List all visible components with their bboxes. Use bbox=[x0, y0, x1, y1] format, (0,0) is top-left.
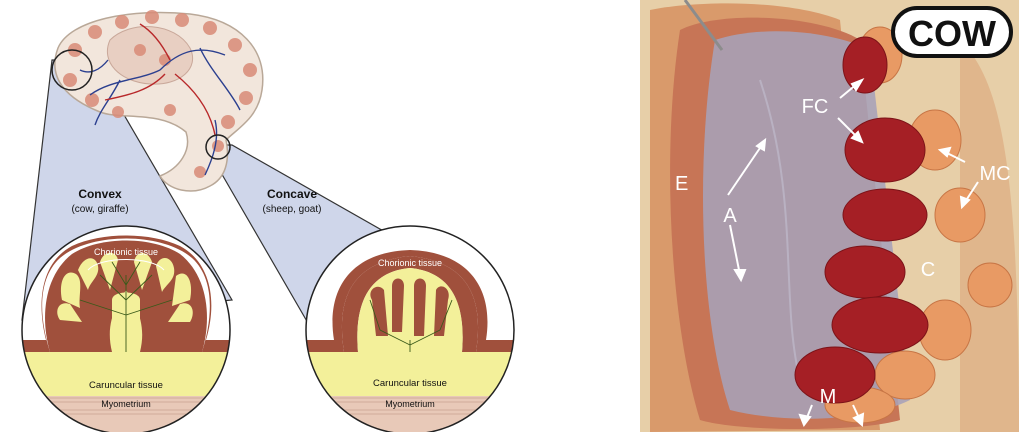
convex-subtitle: (cow, giraffe) bbox=[71, 204, 128, 215]
label-E: E bbox=[675, 173, 688, 195]
species-badge-text: COW bbox=[908, 13, 996, 54]
concave-chorionic-label: Chorionic tissue bbox=[378, 258, 442, 268]
concave-myometrium-label: Myometrium bbox=[385, 399, 435, 409]
label-A: A bbox=[723, 205, 737, 227]
label-FC: FC bbox=[802, 96, 829, 118]
convex-chorionic-label: Chorionic tissue bbox=[94, 247, 158, 257]
label-M: M bbox=[820, 386, 837, 408]
label-MC: MC bbox=[979, 163, 1010, 185]
concave-subtitle: (sheep, goat) bbox=[263, 204, 322, 215]
convex-myometrium-label: Myometrium bbox=[101, 399, 151, 409]
concave-caruncular-label: Caruncular tissue bbox=[373, 378, 447, 389]
convex-title: Convex bbox=[78, 187, 122, 201]
cow-uterus-photo: COW E A FC MC C M bbox=[640, 0, 1019, 432]
label-C: C bbox=[921, 259, 935, 281]
concave-title: Concave bbox=[267, 187, 317, 201]
convex-caruncular-label: Caruncular tissue bbox=[89, 380, 163, 391]
